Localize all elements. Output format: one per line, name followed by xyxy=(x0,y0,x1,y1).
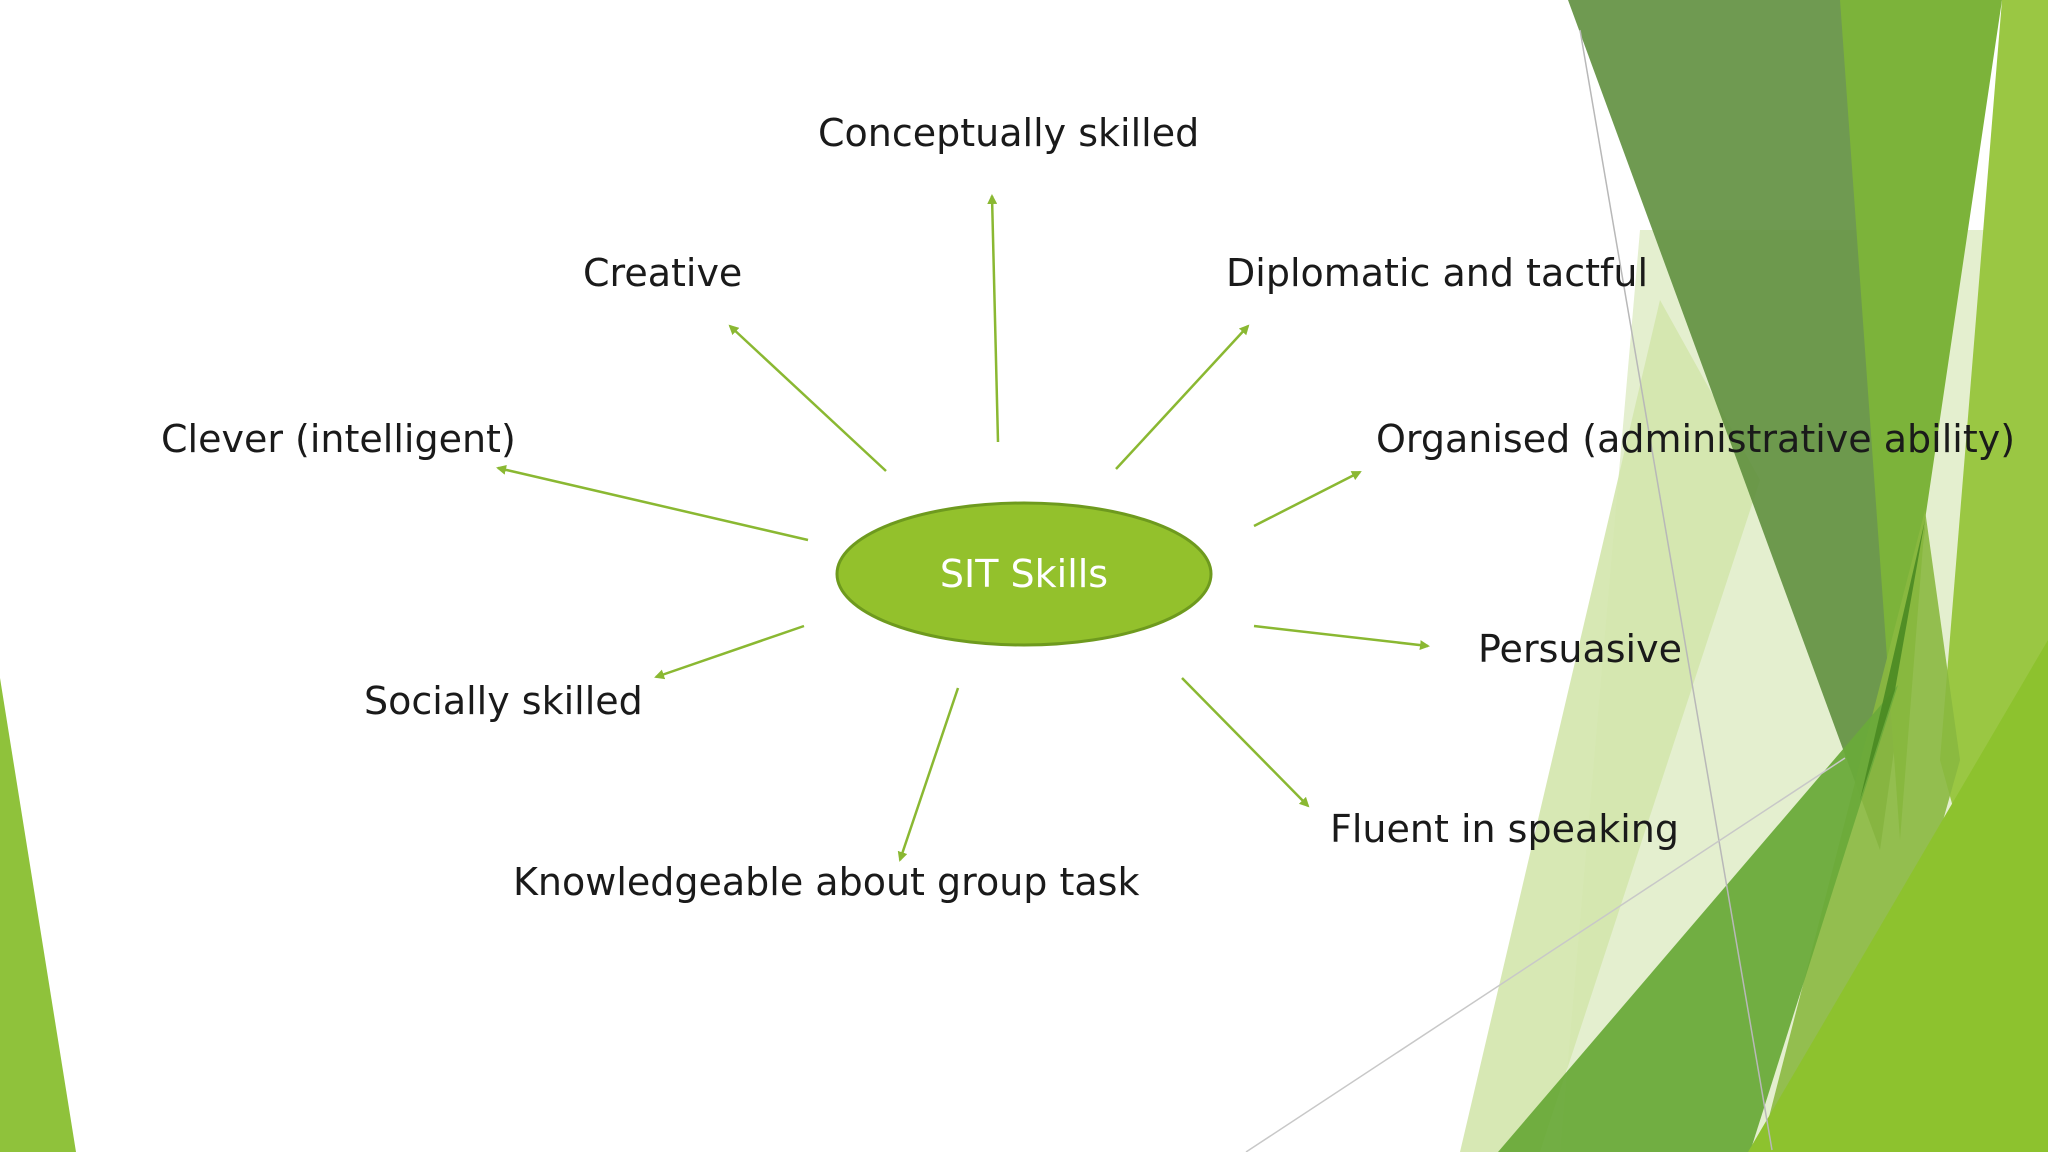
right-pale-facet xyxy=(1460,300,1760,1152)
right-bottom-facet xyxy=(1498,685,1898,1152)
arrow-diplomatic xyxy=(1115,324,1250,470)
right-mid-dark-facet xyxy=(1860,520,1925,800)
thin-line-1 xyxy=(1579,29,1773,1151)
arrow-persuasive xyxy=(1253,624,1430,651)
skill-socially-skilled: Socially skilled xyxy=(364,679,643,723)
thin-line-2 xyxy=(1245,757,1846,1152)
right-green-facet xyxy=(1840,0,2002,840)
center-node-label: SIT Skills xyxy=(939,552,1109,596)
arrow-fluent xyxy=(1181,677,1310,808)
skill-fluent-in-speaking: Fluent in speaking xyxy=(1330,807,1680,851)
skill-organised: Organised (administrative ability) xyxy=(1376,417,2016,461)
skill-conceptually-skilled: Conceptually skilled xyxy=(818,111,1200,155)
skill-diplomatic-and-tactful: Diplomatic and tactful xyxy=(1226,251,1649,295)
right-olive-facet xyxy=(1760,510,1960,1152)
left-green-sliver xyxy=(0,678,76,1152)
skill-knowledgeable-about-group-task: Knowledgeable about group task xyxy=(513,860,1140,904)
arrow-socially-skilled xyxy=(654,624,805,680)
right-bottom-bright-facet xyxy=(1748,640,2048,1152)
arrow-creative xyxy=(728,324,887,472)
right-dark-facet xyxy=(1568,0,1925,850)
skill-creative: Creative xyxy=(583,251,743,295)
arrow-conceptually-skilled xyxy=(987,194,1000,443)
arrow-clever xyxy=(496,464,809,542)
center-node xyxy=(835,501,1213,647)
skill-persuasive: Persuasive xyxy=(1478,627,1682,671)
skill-clever: Clever (intelligent) xyxy=(161,417,516,461)
arrow-knowledgeable xyxy=(897,687,960,862)
arrow-organised xyxy=(1253,470,1362,528)
